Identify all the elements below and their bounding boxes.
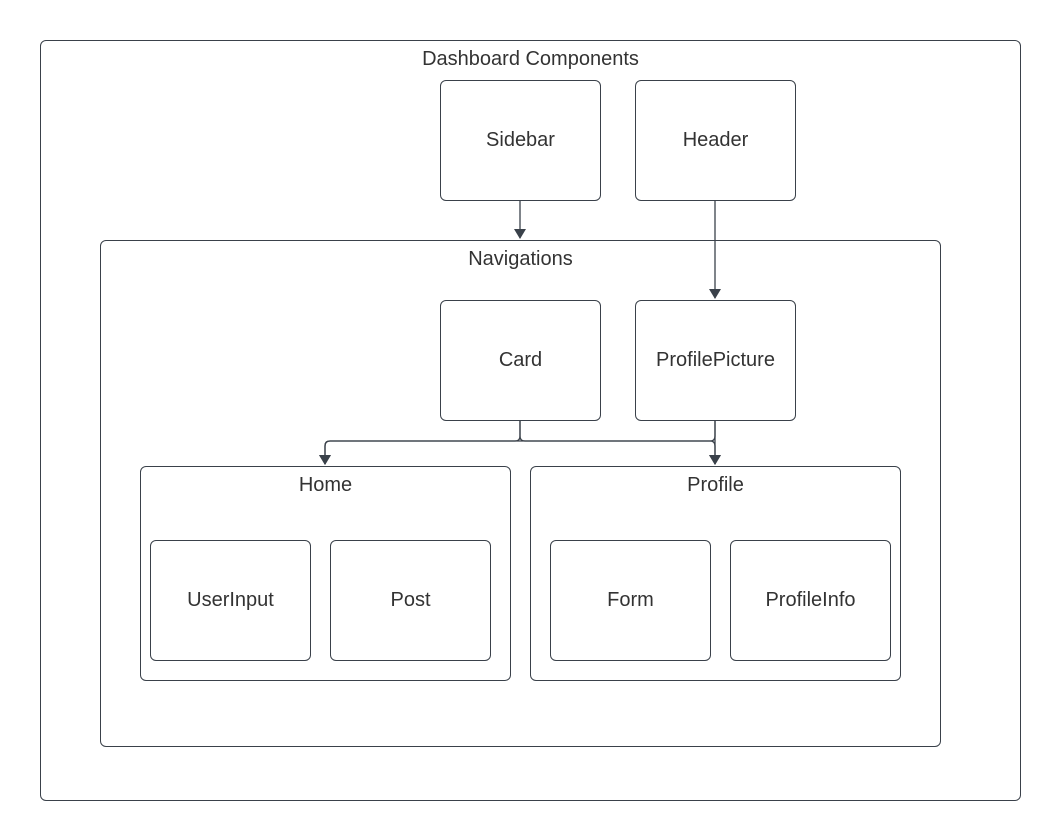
sidebar-node: Sidebar: [440, 80, 601, 201]
profile-title: Profile: [687, 474, 744, 496]
card-node: Card: [440, 300, 601, 421]
home-title: Home: [298, 474, 353, 496]
user-input-label: UserInput: [187, 589, 274, 611]
sidebar-label: Sidebar: [486, 129, 555, 151]
post-node: Post: [330, 540, 491, 661]
user-input-node: UserInput: [150, 540, 311, 661]
profile-picture-node: ProfilePicture: [635, 300, 796, 421]
card-label: Card: [498, 349, 543, 371]
dashboard-components-title: Dashboard Components: [422, 48, 639, 70]
profile-picture-label: ProfilePicture: [656, 349, 775, 371]
profile-info-label: ProfileInfo: [765, 589, 856, 611]
profile-info-node: ProfileInfo: [730, 540, 891, 661]
header-node: Header: [635, 80, 796, 201]
form-node: Form: [550, 540, 711, 661]
header-label: Header: [682, 129, 749, 151]
navigations-title: Navigations: [468, 248, 573, 270]
post-label: Post: [390, 589, 431, 611]
form-label: Form: [607, 589, 654, 611]
